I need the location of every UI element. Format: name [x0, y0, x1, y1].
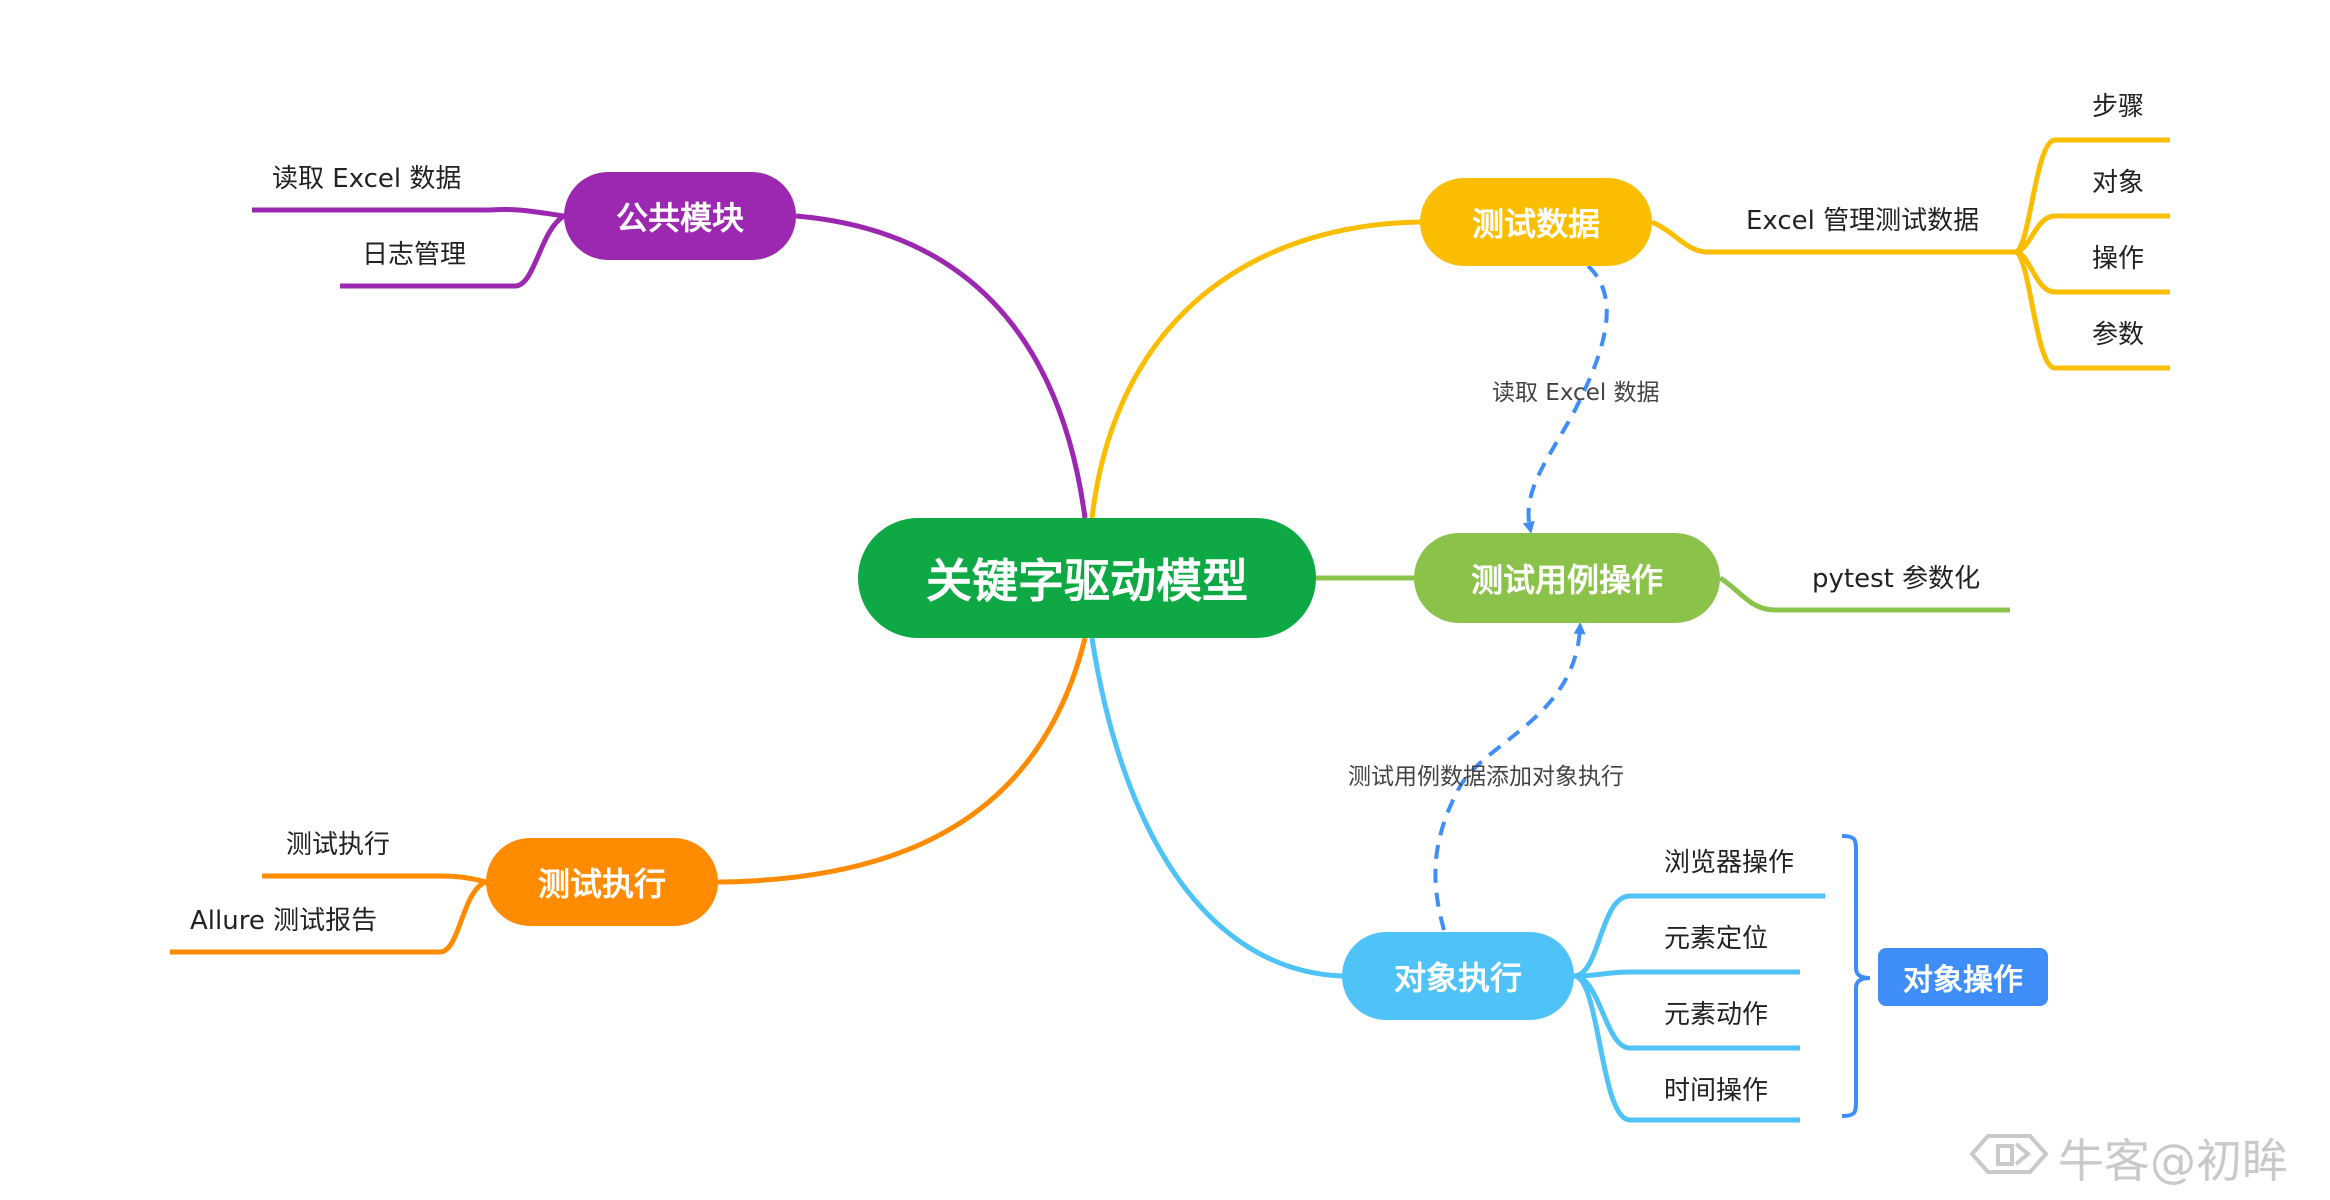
watermark-text: 牛客@初眸 — [2058, 1134, 2288, 1188]
leaf-log-management[interactable]: 日志管理 — [362, 240, 467, 270]
connector-case-child — [1718, 575, 2010, 613]
leaf-test-run[interactable]: 测试执行 — [286, 830, 391, 860]
nowcoder-logo-icon — [1969, 1134, 2049, 1174]
branch-test-execution[interactable]: 测试执行 — [486, 838, 718, 926]
connector-object-child-1 — [1573, 893, 1825, 979]
relation-arrow-add-object — [1433, 622, 1586, 931]
connector-central-public — [795, 213, 1088, 519]
summary-bracket — [1841, 834, 1871, 1118]
connector-exec-child-1 — [262, 873, 487, 885]
relation-label-read-excel: 读取 Excel 数据 — [1492, 380, 1660, 406]
leaf-step[interactable]: 步骤 — [2092, 92, 2145, 122]
connector-central-data — [1089, 219, 1421, 519]
summary-object-operation[interactable]: 对象操作 — [1878, 948, 2048, 1006]
leaf-parameter[interactable]: 参数 — [2092, 320, 2145, 350]
leaf-browser-operation[interactable]: 浏览器操作 — [1664, 848, 1795, 878]
leaf-read-excel[interactable]: 读取 Excel 数据 — [272, 164, 462, 194]
leaf-pytest-parametrize[interactable]: pytest 参数化 — [1812, 564, 1981, 594]
branch-test-data[interactable]: 测试数据 — [1420, 178, 1652, 266]
connector-exec-child-2 — [170, 879, 488, 955]
branch-object-execution[interactable]: 对象执行 — [1342, 932, 1574, 1020]
relation-label-add-object: 测试用例数据添加对象执行 — [1348, 764, 1624, 790]
connector-object-child-4 — [1573, 973, 1800, 1123]
connector-data-gc-4 — [2013, 249, 2170, 371]
connector-central-object — [1089, 637, 1343, 979]
connector-data-child — [1650, 219, 2015, 255]
leaf-time-operation[interactable]: 时间操作 — [1664, 1076, 1769, 1106]
connector-public-child-2 — [340, 213, 566, 289]
connector-public-child-1 — [252, 206, 565, 219]
connector-data-gc-1 — [2013, 137, 2170, 255]
branch-public-module[interactable]: 公共模块 — [564, 172, 796, 260]
leaf-operation[interactable]: 操作 — [2092, 244, 2145, 274]
leaf-element-locate[interactable]: 元素定位 — [1664, 924, 1769, 954]
leaf-object[interactable]: 对象 — [2092, 168, 2145, 198]
leaf-element-action[interactable]: 元素动作 — [1664, 1000, 1769, 1030]
connector-central-exec — [717, 637, 1088, 885]
connector-object-child-2 — [1573, 969, 1800, 979]
central-topic[interactable]: 关键字驱动模型 — [858, 518, 1316, 638]
branch-test-case[interactable]: 测试用例操作 — [1414, 533, 1720, 623]
leaf-allure-report[interactable]: Allure 测试报告 — [190, 906, 378, 936]
leaf-excel-test-data[interactable]: Excel 管理测试数据 — [1746, 206, 1980, 236]
relation-arrow-read-excel — [1522, 264, 1609, 534]
